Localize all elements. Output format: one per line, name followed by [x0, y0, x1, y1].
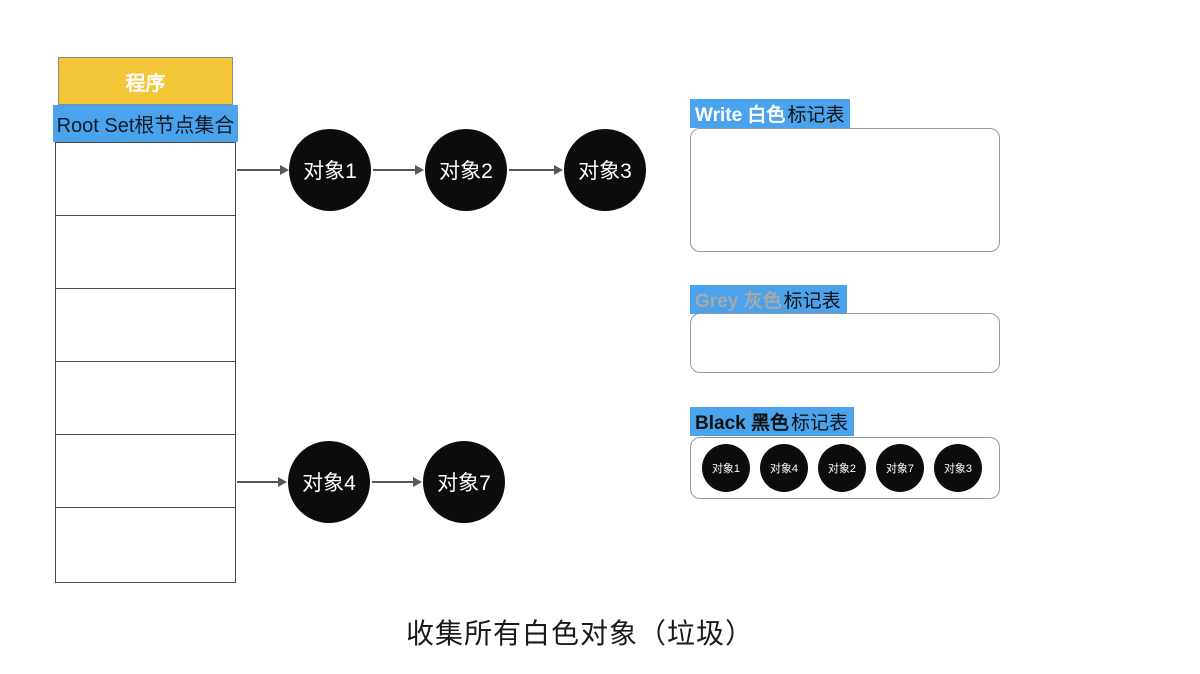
black-object-node: 对象3: [934, 444, 982, 492]
black-object-label: 对象4: [769, 463, 799, 475]
arrow-obj2-to-obj3: [509, 165, 563, 175]
table-empty-row: [56, 216, 235, 290]
object-node: 对象3: [564, 129, 646, 211]
table-empty-row: [56, 508, 235, 581]
root-set-label: Root Set根节点集合: [56, 115, 235, 137]
black-object-label: 对象3: [943, 463, 973, 475]
black-object-node: 对象2: [818, 444, 866, 492]
arrow-root-to-obj1: [237, 165, 289, 175]
grey-mark-table-label: Grey 灰色标记表: [690, 285, 847, 314]
white-mark-table-box: [690, 128, 1000, 252]
object-node-label: 对象4: [302, 472, 356, 495]
white-mark-table-label: Write 白色标记表: [690, 99, 851, 128]
grey-mark-table-box: [690, 313, 1000, 373]
white-mark-table-suffix: 标记表: [787, 105, 845, 126]
grey-mark-table-suffix: 标记表: [783, 291, 841, 312]
memory-table: [55, 142, 236, 583]
arrow-obj1-to-obj2: [373, 165, 424, 175]
black-mark-table-label: Black 黑色标记表: [690, 407, 854, 436]
white-mark-table-title: Write 白色: [695, 105, 786, 126]
object-node: 对象4: [288, 441, 370, 523]
black-object-node: 对象4: [760, 444, 808, 492]
object-node-label: 对象3: [578, 160, 632, 183]
black-object-label: 对象2: [827, 463, 857, 475]
object-node-label: 对象1: [303, 160, 357, 183]
black-object-label: 对象1: [711, 463, 741, 475]
black-object-node: 对象1: [702, 444, 750, 492]
object-node: 对象7: [423, 441, 505, 523]
table-empty-row: [56, 289, 235, 363]
root-set-cell: Root Set根节点集合: [53, 105, 238, 142]
object-node-label: 对象2: [439, 160, 493, 183]
arrow-root-to-obj4: [237, 477, 287, 487]
black-mark-table-box: 对象1 对象4 对象2 对象7 对象3: [690, 437, 1000, 499]
object-node: 对象1: [289, 129, 371, 211]
program-header: 程序: [58, 57, 233, 105]
black-object-label: 对象7: [885, 463, 915, 475]
grey-mark-table-title: Grey 灰色: [695, 291, 782, 312]
table-empty-row: [56, 362, 235, 436]
black-mark-table-suffix: 标记表: [790, 413, 848, 434]
diagram-caption: 收集所有白色对象（垃圾）: [405, 618, 754, 649]
table-empty-row: [56, 435, 235, 509]
black-mark-table-items: 对象1 对象4 对象2 对象7 对象3: [691, 438, 999, 498]
black-object-node: 对象7: [876, 444, 924, 492]
object-node: 对象2: [425, 129, 507, 211]
black-mark-table-title: Black 黑色: [695, 413, 789, 434]
program-header-label: 程序: [125, 72, 166, 95]
object-node-label: 对象7: [437, 472, 491, 495]
table-empty-row: [56, 143, 235, 217]
arrow-obj4-to-obj7: [372, 477, 422, 487]
